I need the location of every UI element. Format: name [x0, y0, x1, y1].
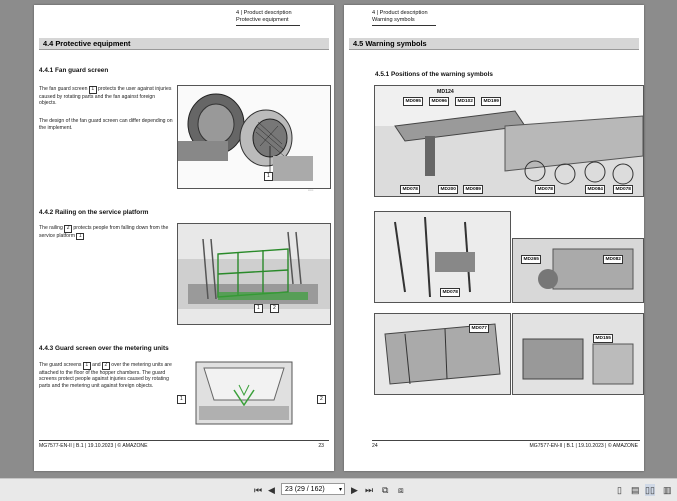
header-rule: [372, 25, 436, 26]
railing-text: The railing 2 protects people from falli…: [39, 225, 169, 240]
next-page-icon[interactable]: ▶: [351, 485, 358, 495]
warning-figure-2b: MD265 MD082: [512, 238, 644, 303]
guard-screen-text: The guard screens 1 and 2 over the meter…: [39, 362, 172, 389]
header-rule: [236, 25, 300, 26]
machine-illustration-3a: [375, 314, 510, 394]
page-header: 4 | Product description Warning symbols: [372, 10, 436, 26]
fan-illustration: [178, 93, 313, 181]
page-24: 4 | Product description Warning symbols …: [344, 5, 644, 471]
subsection-title-fan-guard: 4.4.1 Fan guard screen: [39, 67, 109, 74]
hopper-illustration: [195, 361, 293, 425]
page-number: 24: [372, 443, 378, 449]
two-page-view-icon[interactable]: ▯▯: [645, 484, 655, 496]
continuous-view-icon[interactable]: ▤: [631, 485, 640, 495]
subsection-title-positions: 4.5.1 Positions of the warning symbols: [375, 71, 493, 78]
page-header: 4 | Product description Protective equip…: [236, 10, 310, 26]
page-footer: MG7577-EN-II | B.1 | 19.10.2023 | © AMAZ…: [39, 443, 148, 449]
railing-illustration: [178, 231, 330, 309]
warning-figure-3b: MD155: [512, 313, 644, 395]
first-page-icon[interactable]: ⏮: [254, 485, 263, 495]
last-page-icon[interactable]: ⏭: [365, 485, 374, 495]
single-page-view-icon[interactable]: ▯: [617, 485, 622, 495]
warning-figure-3a: MD077: [374, 313, 511, 395]
fit-width-icon[interactable]: ⧈: [398, 485, 404, 495]
railing-figure: 1 2: [177, 223, 331, 325]
two-page-continuous-view-icon[interactable]: ▥: [663, 485, 672, 495]
page-footer: MG7577-EN-II | B.1 | 19.10.2023 | © AMAZ…: [529, 443, 638, 449]
fan-guard-text: The fan guard screen 1 protects the user…: [39, 86, 172, 107]
machine-illustration-2b: [513, 239, 643, 302]
warning-figure-1: MD124 MD095 MD096 MD102 MD199 MD078 MD20…: [374, 85, 644, 197]
section-title: 4.5 Warning symbols: [349, 38, 639, 50]
subsection-title-guard-screen: 4.4.3 Guard screen over the metering uni…: [39, 345, 169, 352]
machine-illustration-1: [375, 110, 643, 196]
previous-page-icon[interactable]: ◀: [268, 485, 275, 495]
page-number: 23: [318, 443, 324, 449]
machine-illustration-3b: [513, 314, 643, 394]
section-title: 4.4 Protective equipment: [39, 38, 329, 50]
machine-illustration-2a: [375, 212, 510, 302]
warning-figure-2a: MD078: [374, 211, 511, 303]
document-viewer[interactable]: 4 | Product description Protective equip…: [0, 0, 677, 478]
subsection-title-railing: 4.4.2 Railing on the service platform: [39, 209, 149, 216]
fan-guard-figure: 1: [177, 85, 331, 189]
page-number-input[interactable]: 23 (29 / 162) ▾: [281, 483, 345, 495]
chevron-down-icon[interactable]: ▾: [338, 487, 342, 493]
guard-screen-figure: [194, 360, 294, 428]
viewer-toolbar: ⏮ ◀ 23 (29 / 162) ▾ ▶ ⏭ ⧉ ⧈ ▯ ▤ ▯▯ ▥: [0, 478, 677, 501]
page-23: 4 | Product description Protective equip…: [34, 5, 334, 471]
fan-guard-design-text: The design of the fan guard screen can d…: [39, 118, 173, 131]
fit-page-icon[interactable]: ⧉: [382, 485, 389, 495]
